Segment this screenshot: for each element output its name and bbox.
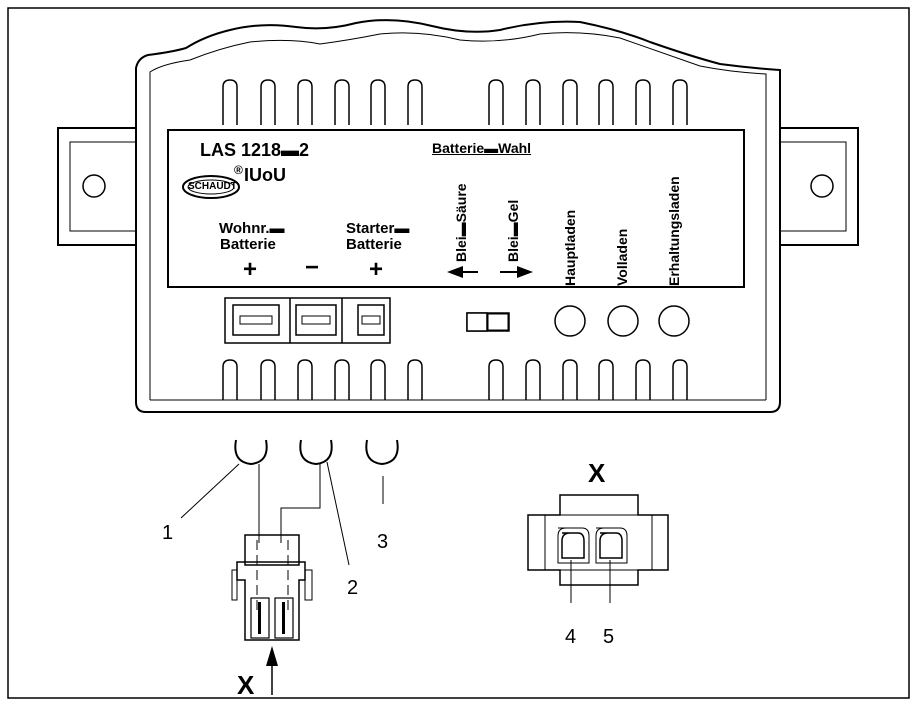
terminal-starter-plus [357, 304, 385, 336]
blei-saeure-label: Blei▬Säure [453, 183, 469, 262]
callout-2: 2 [347, 577, 359, 599]
left-mount-hole [82, 174, 106, 198]
wohnr-label-2: Batterie [220, 236, 276, 253]
charging-mode: IUoU [244, 165, 286, 185]
top-fin [407, 79, 423, 125]
bottom-cooling-fins [222, 359, 688, 400]
led-volladen [607, 305, 639, 337]
erhaltungsladen-label: Erhaltungsladen [666, 176, 682, 286]
blei-saeure-arrow [447, 266, 478, 278]
wohnr-plus-sign: + [243, 256, 258, 283]
bottom-fin [525, 359, 541, 400]
bottom-fin [222, 359, 238, 400]
hauptladen-label: Hauptladen [562, 209, 578, 286]
terminal-wohnr-plus [232, 304, 280, 336]
starter-plus-sign: + [369, 256, 384, 283]
view-arrow [266, 646, 278, 695]
callout-4: 4 [565, 626, 577, 648]
socket-view-label: X [588, 458, 606, 488]
bottom-fin [672, 359, 688, 400]
callout-5: 5 [603, 626, 615, 648]
top-fin [672, 79, 688, 125]
minus-sign: − [305, 254, 320, 281]
registered-mark: ® [234, 163, 243, 177]
brand-logo-text: SCHAUDT [188, 181, 237, 192]
callout-1: 1 [162, 522, 174, 544]
bottom-fin [334, 359, 350, 400]
cable-loops [234, 439, 399, 466]
figure-frame [7, 7, 910, 699]
terminal-block [224, 297, 391, 344]
top-cooling-fins [222, 79, 688, 125]
bottom-fin [260, 359, 276, 400]
top-fin [260, 79, 276, 125]
bottom-fin [488, 359, 504, 400]
bottom-fin [407, 359, 423, 400]
starter-label-2: Batterie [346, 236, 402, 253]
starter-label-1: Starter▬ [346, 220, 410, 237]
batterie-wahl-title: Batterie▬Wahl [432, 140, 532, 156]
blei-gel-label: Blei▬Gel [505, 199, 521, 262]
plug-connector [231, 534, 313, 641]
top-fin [525, 79, 541, 125]
bottom-fin [635, 359, 651, 400]
plug-view-label: X [237, 670, 255, 700]
terminal-minus [295, 304, 337, 336]
bottom-fin [562, 359, 578, 400]
bottom-fin [370, 359, 386, 400]
led-erhaltungsladen [658, 305, 690, 337]
blei-gel-arrow [500, 266, 533, 278]
top-fin [635, 79, 651, 125]
top-fin [488, 79, 504, 125]
led-hauptladen [554, 305, 586, 337]
top-fin [370, 79, 386, 125]
top-fin [222, 79, 238, 125]
top-fin [297, 79, 313, 125]
right-mounting-tab [780, 127, 859, 246]
bottom-fin [297, 359, 313, 400]
bottom-fin [598, 359, 614, 400]
model-name: LAS 1218▬2 [200, 140, 310, 160]
wohnr-label-1: Wohnr.▬ [219, 220, 285, 237]
socket-connector-x [527, 494, 669, 586]
top-fin [598, 79, 614, 125]
top-fin [334, 79, 350, 125]
left-mounting-tab [57, 127, 136, 246]
leader-lines [180, 461, 611, 603]
callout-3: 3 [377, 531, 389, 553]
volladen-label: Volladen [614, 228, 630, 286]
battery-type-switch [466, 312, 510, 332]
right-mount-hole [810, 174, 834, 198]
connector-wires [258, 464, 321, 543]
brand-logo [182, 175, 240, 199]
top-fin [562, 79, 578, 125]
label-panel [167, 129, 745, 288]
housing [135, 19, 781, 413]
